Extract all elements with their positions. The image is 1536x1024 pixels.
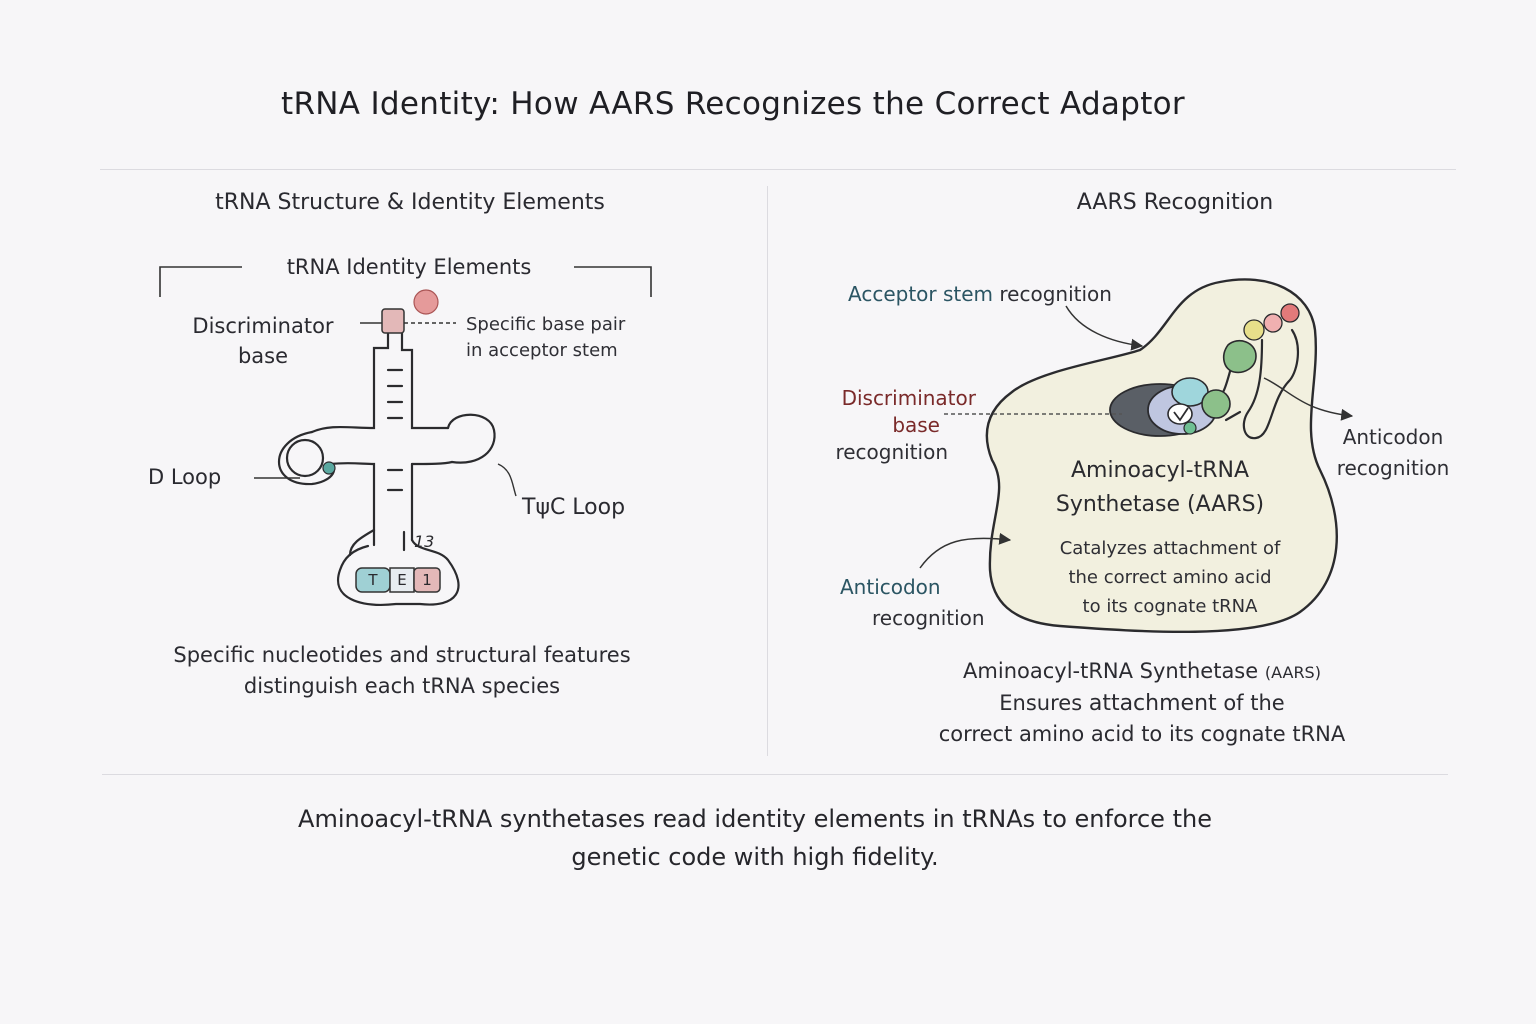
anticodon-base-3: 1	[422, 571, 432, 589]
right-caption-line1-main: Aminoacyl-tRNA Synthetase	[963, 659, 1259, 683]
right-caption-line1-small: (AARS)	[1264, 663, 1321, 682]
discriminator-recognition-line1: Discriminator	[841, 386, 976, 410]
anticodon-right-line1: Anticodon	[1342, 425, 1444, 449]
enzyme-name-line1: Aminoacyl-tRNA	[1070, 458, 1250, 483]
left-caption: Specific nucleotides and structural feat…	[110, 640, 694, 702]
right-caption-line2-post: of the	[1223, 691, 1285, 715]
anticodon-right-arrow	[1263, 377, 1354, 421]
right-caption-line3: correct amino acid to its cognate tRNA	[938, 722, 1346, 746]
d-loop-nucleotide	[322, 461, 336, 475]
right-caption-line1: Aminoacyl-tRNA Synthetase (AARS)	[900, 656, 1384, 688]
anticodon-left-label: Anticodon recognition	[830, 572, 1010, 634]
discriminator-recognition-label: Discriminator base recognition	[806, 385, 976, 466]
anticodon-left-line1: Anticodon	[840, 575, 941, 599]
right-panel-title: AARS Recognition	[1076, 190, 1274, 215]
enzyme-description-line3: to its cognate tRNA	[1082, 596, 1258, 617]
trna-cloverleaf	[277, 316, 496, 606]
left-caption-line2: distinguish each tRNA species	[243, 674, 561, 698]
acceptor-label-prefix: Acceptor stem	[848, 282, 994, 306]
footer-summary: Aminoacyl-tRNA synthetases read identity…	[160, 800, 1350, 876]
discriminator-recognition-line2: base	[892, 413, 940, 437]
base-pair-line1: Specific base pair	[466, 314, 626, 335]
tpsic-loop-label: TψC Loop	[522, 495, 626, 520]
anticodon-base-1: T	[368, 571, 378, 589]
title-divider	[100, 169, 1456, 170]
tpsic-connector	[497, 463, 517, 497]
anticodon-right-label: Anticodon recognition	[1318, 422, 1468, 484]
footer-divider	[102, 774, 1448, 775]
amino-acid-dot	[413, 289, 439, 315]
panel-divider	[767, 186, 768, 756]
right-caption-line2-pre: Ensures	[999, 691, 1083, 715]
identity-bracket	[159, 266, 652, 297]
right-caption-line2-bold: attachment	[1088, 691, 1217, 716]
d-loop-label: D Loop	[148, 465, 222, 489]
right-caption-line2: Ensures attachment of the	[900, 688, 1384, 719]
enzyme-name-line2: Synthetase (AARS)	[1055, 492, 1265, 517]
acceptor-label: Acceptor stem recognition	[848, 282, 1112, 306]
discriminator-recognition-line3: recognition	[835, 440, 948, 464]
enzyme-description-line2: the correct amino acid	[1068, 567, 1272, 588]
anticodon-right-line2: recognition	[1336, 456, 1450, 480]
anticodon-left-arrow	[919, 532, 1012, 569]
anticodon-base-2: E	[397, 571, 407, 589]
acceptor-label-suffix: recognition	[999, 282, 1112, 306]
right-caption: Aminoacyl-tRNA Synthetase (AARS) Ensures…	[900, 656, 1384, 750]
discriminator-base-box	[381, 308, 405, 334]
base-pair-line2: in acceptor stem	[466, 340, 618, 361]
base-pair-label: Specific base pair in acceptor stem	[466, 312, 625, 364]
enzyme-description: Catalyzes attachment of the correct amin…	[1020, 534, 1320, 621]
left-caption-line1: Specific nucleotides and structural feat…	[173, 643, 631, 667]
enzyme-description-line1: Catalyzes attachment of	[1059, 538, 1281, 559]
discriminator-label-line2: base	[237, 344, 289, 368]
bound-nucleotides	[1109, 303, 1300, 437]
identity-bracket-label: tRNA Identity Elements	[286, 255, 532, 279]
enzyme-name: Aminoacyl-tRNA Synthetase (AARS)	[1010, 454, 1310, 522]
footer-line1: Aminoacyl-tRNA synthetases read identity…	[298, 805, 1212, 833]
discriminator-label: Discriminator base	[168, 311, 358, 371]
anticodon-bases	[355, 567, 441, 593]
left-panel-title: tRNA Structure & Identity Elements	[215, 190, 605, 215]
page-title: tRNA Identity: How AARS Recognizes the C…	[281, 86, 1185, 122]
acceptor-arrow	[1065, 305, 1144, 351]
anticodon-left-line2: recognition	[872, 606, 985, 630]
anticodon-number: 13	[414, 532, 435, 551]
footer-line2: genetic code with high fidelity.	[571, 843, 939, 871]
discriminator-label-line1: Discriminator	[192, 314, 334, 338]
